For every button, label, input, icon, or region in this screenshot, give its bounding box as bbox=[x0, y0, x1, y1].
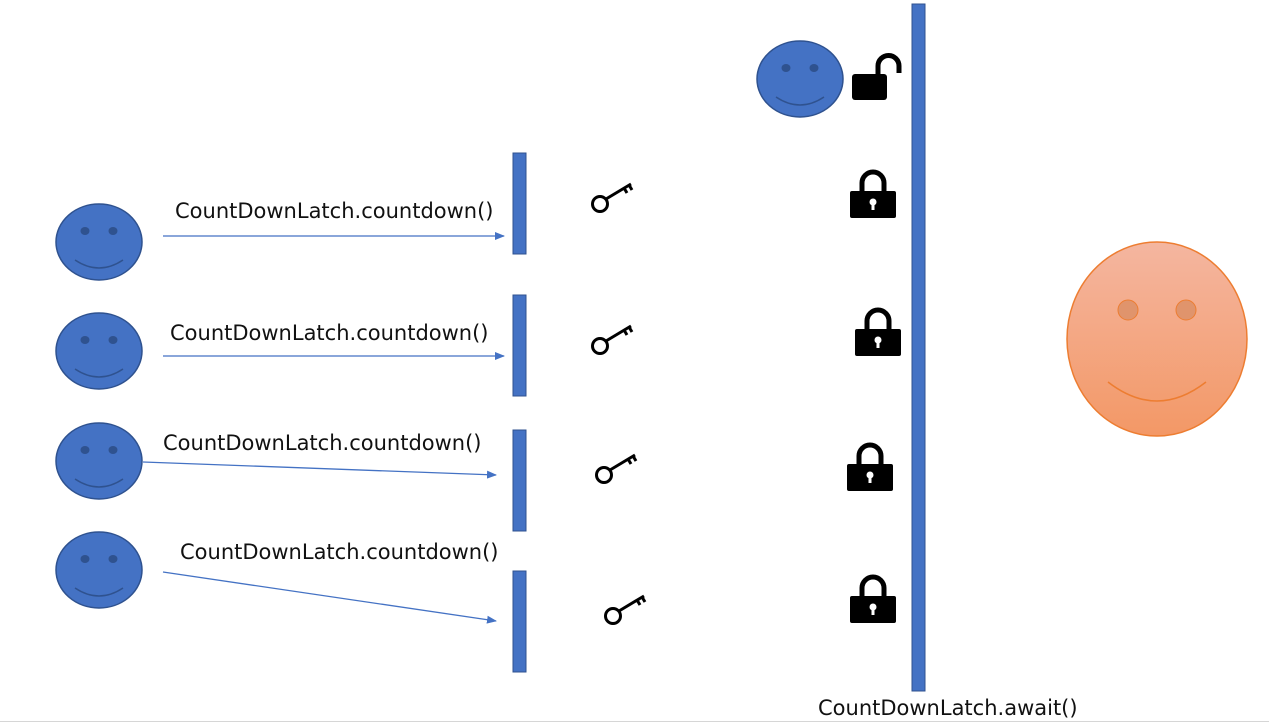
barrier-1 bbox=[512, 152, 527, 255]
countdown-label-3: CountDownLatch.countdown() bbox=[163, 431, 482, 455]
waiting-thread-smiley-icon bbox=[1066, 241, 1248, 437]
worker-4-smiley-icon bbox=[55, 531, 143, 609]
padlock-closed-icon-4 bbox=[850, 577, 896, 623]
countdown-label-4: CountDownLatch.countdown() bbox=[180, 540, 499, 564]
padlock-closed-icon-1 bbox=[850, 172, 896, 218]
barrier-2 bbox=[512, 294, 527, 397]
arrow-4 bbox=[162, 571, 497, 624]
released-thread-smiley-icon bbox=[756, 40, 844, 118]
barrier-4 bbox=[512, 570, 527, 673]
key-icon-4 bbox=[604, 594, 647, 625]
padlock-closed-icon-2 bbox=[855, 310, 901, 356]
padlock-closed-icon-3 bbox=[847, 445, 893, 491]
worker-3-smiley-icon bbox=[55, 422, 143, 500]
bottom-divider bbox=[0, 721, 1269, 722]
worker-2-smiley-icon bbox=[55, 312, 143, 390]
countdown-label-1: CountDownLatch.countdown() bbox=[175, 199, 494, 223]
key-icon-1 bbox=[591, 182, 634, 213]
worker-1-smiley-icon bbox=[55, 203, 143, 281]
key-icon-2 bbox=[591, 324, 634, 355]
barrier-3 bbox=[512, 429, 527, 532]
countdown-label-2: CountDownLatch.countdown() bbox=[170, 321, 489, 345]
arrow-3 bbox=[142, 461, 497, 479]
padlock-open-icon bbox=[852, 53, 902, 100]
key-icon-3 bbox=[595, 453, 638, 484]
await-label: CountDownLatch.await() bbox=[818, 696, 1078, 720]
await-barrier bbox=[911, 3, 926, 692]
